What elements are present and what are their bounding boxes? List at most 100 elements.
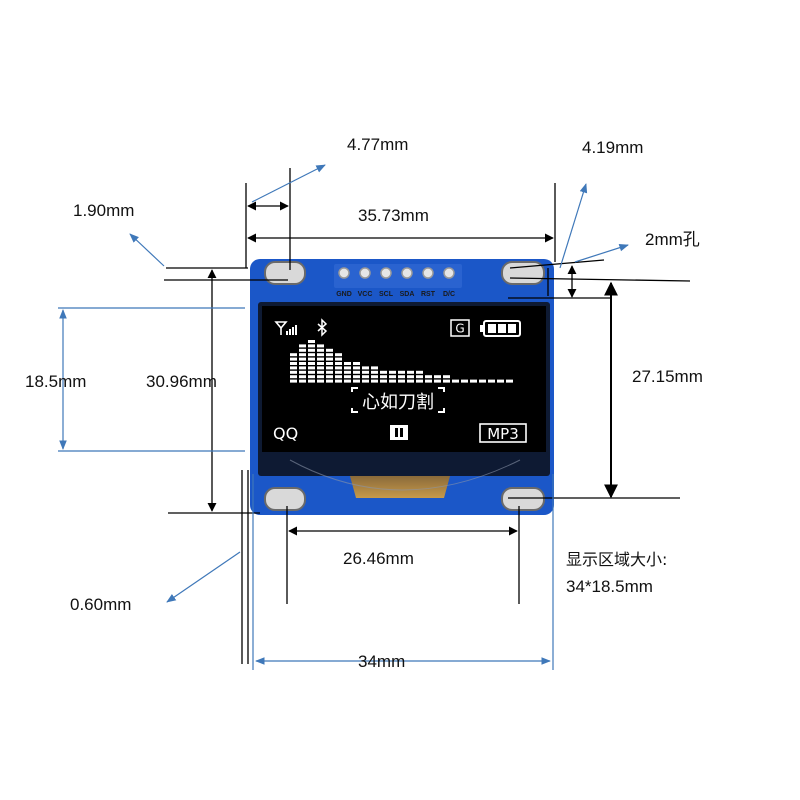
equalizer-segment [443,375,450,379]
equalizer-segment [479,379,486,383]
hole-vertical-span-label: 27.15mm [632,367,703,386]
equalizer-segment [371,379,378,383]
equalizer-segment [452,379,459,383]
equalizer-segment [308,366,315,370]
equalizer-segment [353,370,360,374]
pin-hole [380,267,392,279]
equalizer-segment [362,370,369,374]
svg-text:G: G [455,322,464,336]
mp3-label-box: MP3 [479,423,527,443]
display-height-label: 18.5mm [25,372,86,391]
equalizer-segment [488,379,495,383]
equalizer-segment [308,357,315,361]
equalizer-segment [335,362,342,365]
equalizer-segment [317,348,324,352]
song-title: 心如刀割 [362,392,434,413]
equalizer-segment [290,362,297,365]
equalizer-segment [416,370,423,374]
pin-label: VCC [358,291,373,298]
equalizer-segment [344,375,351,379]
equalizer-segment [380,379,387,383]
equalizer-segment [335,353,342,357]
equalizer-segment [344,362,351,365]
oled-screen: G 心如刀割 QQ MP3 [262,306,546,452]
equalizer-segment [380,370,387,374]
equalizer-segment [317,375,324,379]
battery-icon [480,320,521,337]
equalizer-segment [398,370,405,374]
equalizer-segment [299,348,306,352]
equalizer-segment [299,370,306,374]
equalizer-segment [407,370,414,374]
signal-icon [274,321,297,335]
equalizer-segment [290,370,297,374]
g-icon: G [450,319,470,337]
display-area-note-line2: 34*18.5mm [566,577,653,596]
pin-hole [443,267,455,279]
equalizer-segment [326,370,333,374]
display-width-label: 34mm [358,652,405,671]
equalizer-segment [290,357,297,361]
hole-label: 2mm孔 [645,230,700,249]
mounting-hole-bottom-left [264,487,306,511]
equalizer-segment [308,348,315,352]
mounting-hole-bottom-right [501,487,545,511]
equalizer-bars [290,340,513,383]
equalizer-segment [353,375,360,379]
equalizer-segment [398,375,405,379]
equalizer-segment [290,375,297,379]
equalizer-segment [326,379,333,383]
equalizer-segment [362,366,369,370]
equalizer-segment [317,353,324,357]
equalizer-segment [326,362,333,365]
pin-hole [359,267,371,279]
equalizer-segment [290,366,297,370]
equalizer-segment [299,366,306,370]
equalizer-segment [434,379,441,383]
equalizer-segment [299,379,306,383]
pause-icon [390,425,408,440]
equalizer-segment [353,379,360,383]
equalizer-segment [335,357,342,361]
equalizer-segment [362,379,369,383]
thickness-label: 0.60mm [70,595,131,614]
equalizer-segment [344,366,351,370]
equalizer-segment [380,375,387,379]
equalizer-segment [308,353,315,357]
song-title-frame: 心如刀割 [351,387,445,413]
equalizer-segment [497,379,504,383]
pin-label: RST [421,291,436,298]
equalizer-segment [326,348,333,352]
equalizer-segment [317,362,324,365]
pin-label: GND [336,291,352,298]
equalizer-segment [443,379,450,383]
equalizer-segment [398,379,405,383]
equalizer-segment [344,370,351,374]
equalizer-segment [317,344,324,348]
equalizer-segment [389,370,396,374]
mounting-hole-top-left [264,261,306,285]
pin-header [334,264,462,288]
equalizer-segment [407,379,414,383]
equalizer-segment [362,375,369,379]
equalizer-segment [317,366,324,370]
equalizer-segment [407,375,414,379]
qq-label: QQ [273,424,298,443]
equalizer-segment [335,379,342,383]
equalizer-segment [434,375,441,379]
equalizer-segment [317,379,324,383]
equalizer-segment [506,379,513,383]
equalizer-segment [299,357,306,361]
equalizer-segment [425,379,432,383]
equalizer-segment [317,357,324,361]
pin-hole [338,267,350,279]
equalizer-segment [308,362,315,365]
equalizer-segment [326,357,333,361]
equalizer-segment [299,375,306,379]
equalizer-segment [299,362,306,365]
equalizer-segment [425,375,432,379]
equalizer-segment [344,379,351,383]
edge-offset-label: 1.90mm [73,201,134,220]
equalizer-segment [416,379,423,383]
